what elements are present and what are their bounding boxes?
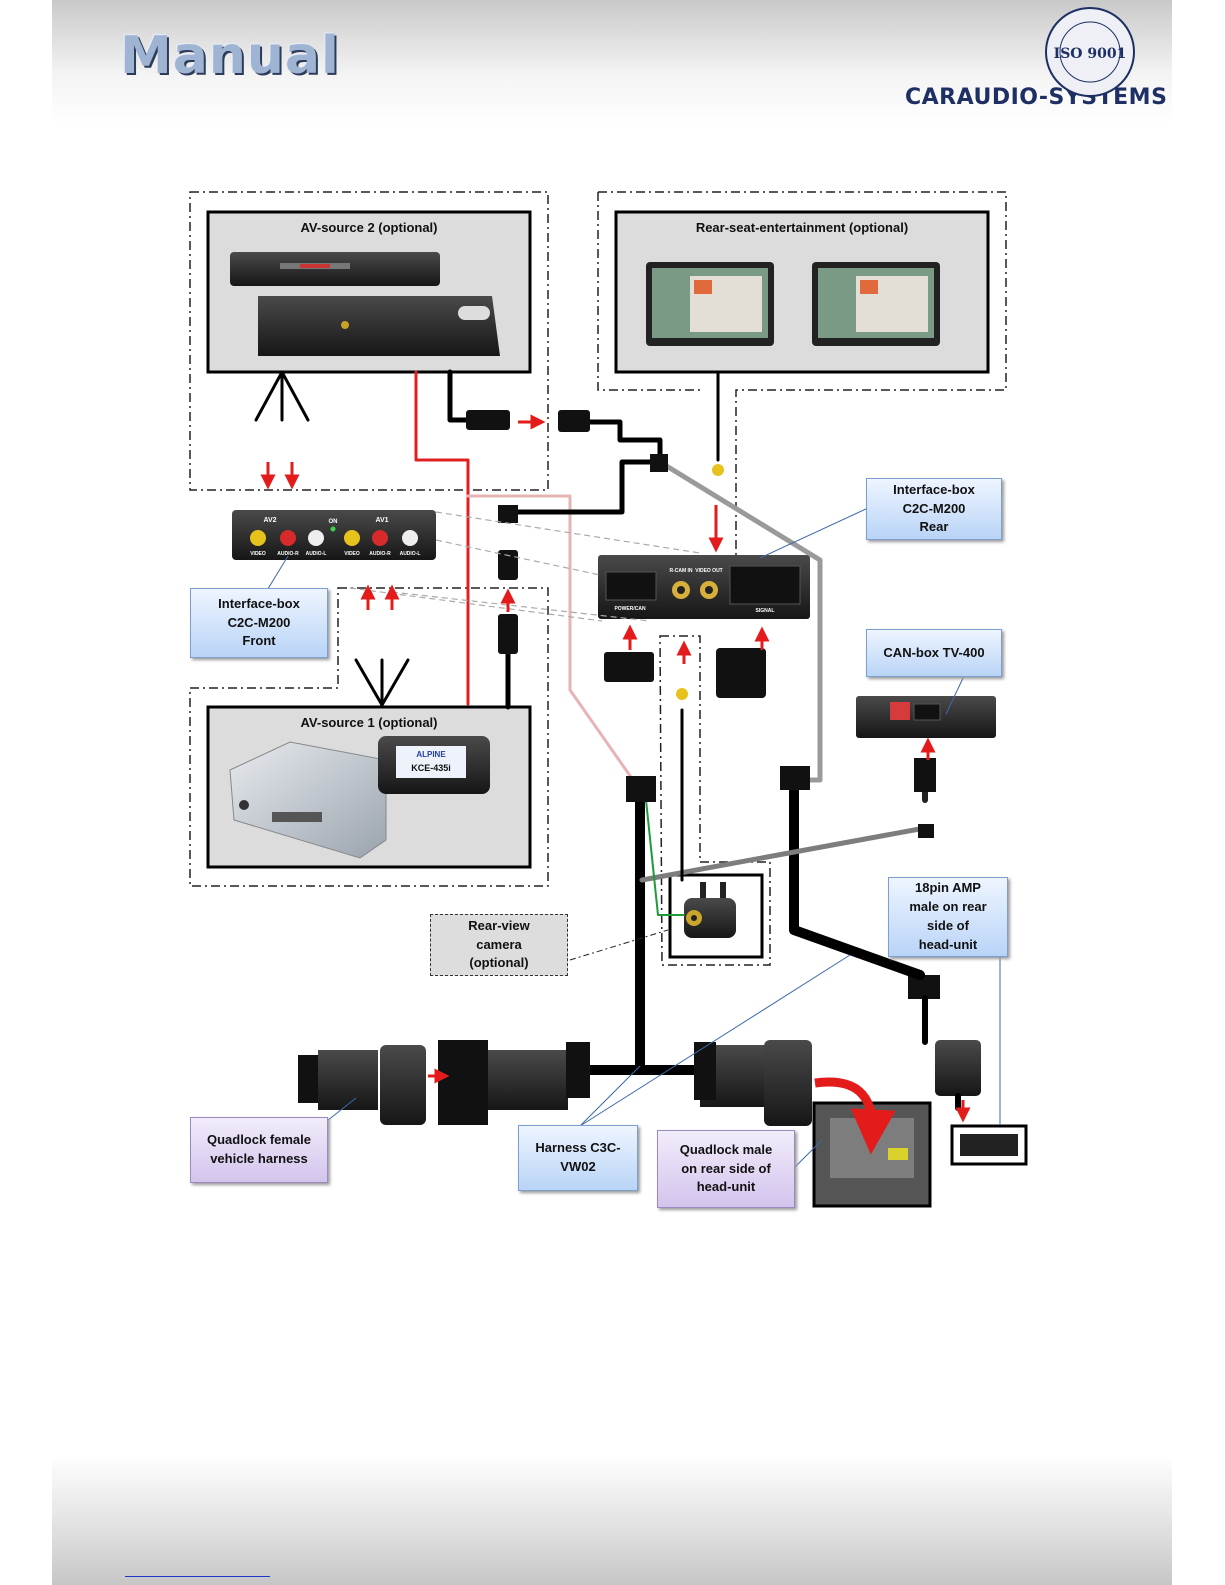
rear-screen-left <box>646 262 774 346</box>
group-outline-camera <box>659 635 771 966</box>
page-footer <box>52 1455 1172 1585</box>
alpine-kce-device: ALPINE KCE-435i <box>378 736 490 794</box>
callout-harness: Harness C3C- VW02 <box>518 1125 638 1191</box>
brand-logo-text: CARAUDIO-SYSTEMS <box>905 85 1168 110</box>
cable-trunk-left <box>575 795 705 1075</box>
harness-quadlock-right <box>700 1040 812 1126</box>
cables <box>254 369 961 1111</box>
front-audio-l-1-label: AUDIO-L <box>400 551 421 557</box>
cable-rca-av1 <box>354 658 410 707</box>
group-outline-rear-seat <box>597 191 1007 600</box>
dvd-changer-device <box>230 252 500 356</box>
video-module-device <box>229 741 387 859</box>
av-source-2-title: AV-source 2 (optional) <box>300 220 438 235</box>
front-av2-label: AV2 <box>263 517 276 524</box>
rear-seat-title: Rear-seat-entertainment (optional) <box>695 220 909 235</box>
cable-camera-green <box>645 799 685 916</box>
front-on-label: ON <box>329 519 338 525</box>
callout-amp-18pin: 18pin AMP male on rear side of head-unit <box>888 877 1008 957</box>
av-source-1-title: AV-source 1 (optional) <box>300 715 438 730</box>
group-outlines <box>189 191 1007 966</box>
front-video-2-label: VIDEO <box>250 551 266 557</box>
cable-bus-top <box>505 419 663 515</box>
front-audio-r-2-label: AUDIO-R <box>277 551 299 557</box>
callout-quadlock-male: Quadlock male on rear side of head-unit <box>657 1130 795 1208</box>
can-box-device <box>856 696 996 738</box>
kce-model-label: KCE-435i <box>411 763 451 773</box>
cable-amp <box>922 995 961 1111</box>
camera-leader-line <box>569 929 669 961</box>
iso-seal-label: ISO 9001 <box>1054 46 1127 62</box>
leader-lines <box>265 507 1001 1173</box>
callout-interface-rear: Interface-box C2C-M200 Rear <box>866 478 1002 540</box>
amp-18pin-connector <box>908 975 1028 1166</box>
callout-quadlock-female: Quadlock female vehicle harness <box>190 1117 328 1183</box>
rear-screen-right <box>812 262 940 346</box>
cable-trunk-right <box>789 785 925 980</box>
cable-canbox-grey <box>639 825 928 883</box>
red-curved-arrow <box>814 1077 896 1155</box>
quadlock-female-connector <box>298 1045 426 1125</box>
callout-interface-front: Interface-box C2C-M200 Front <box>190 588 328 658</box>
interface-box-rear-device: POWER/CAN R-CAM IN VIDEO OUT SIGNAL <box>598 555 810 619</box>
iso-certification-seal-icon: ISO 9001 <box>1045 7 1135 97</box>
page-title: Manual <box>120 26 340 86</box>
footer-link-underline[interactable] <box>125 1576 270 1577</box>
group-outline-av-source-1 <box>189 587 549 887</box>
rear-video-out-label: VIDEO OUT <box>695 568 723 574</box>
page-header <box>52 0 1172 125</box>
interface-box-front-device: AV2 AV1 ON VIDEO AUDIO-R AUDIO-L VIDEO A… <box>232 510 436 560</box>
kce-brand-label: ALPINE <box>416 750 446 759</box>
rear-power-can-label: POWER/CAN <box>614 606 646 612</box>
front-audio-r-1-label: AUDIO-R <box>369 551 391 557</box>
front-audio-l-2-label: AUDIO-L <box>306 551 327 557</box>
cable-av2-red <box>414 370 470 706</box>
cable-rca-av2 <box>254 370 310 422</box>
cable-av2-pink <box>466 494 642 792</box>
rear-rcam-in-label: R-CAM IN <box>669 568 692 574</box>
callout-rear-camera: Rear-view camera (optional) <box>430 914 568 976</box>
rear-signal-label: SIGNAL <box>756 608 775 614</box>
callout-can-box: CAN-box TV-400 <box>866 629 1002 677</box>
red-arrows <box>260 414 971 1123</box>
front-av1-label: AV1 <box>375 517 388 524</box>
cable-connectors <box>466 410 936 1100</box>
cable-grey-main <box>657 459 823 783</box>
front-video-1-label: VIDEO <box>344 551 360 557</box>
rear-view-camera-device <box>668 873 764 959</box>
harness-quadlock-left <box>438 1040 568 1125</box>
